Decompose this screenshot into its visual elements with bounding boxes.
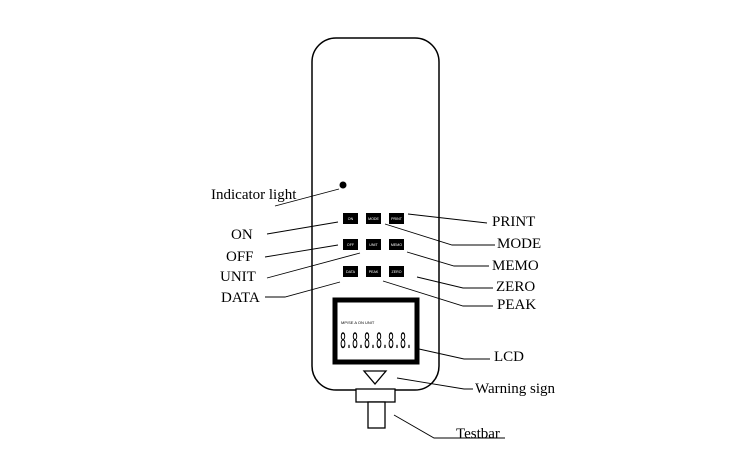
svg-text:MEMO: MEMO [391,243,402,247]
label-peak: PEAK [497,297,537,313]
label-unit: UNIT [220,269,256,285]
mode-button[interactable]: MODE [366,213,381,224]
print-button[interactable]: PRINT [389,213,404,224]
testbar [355,388,396,429]
svg-text:8.8.8.8.8.8.: 8.8.8.8.8.8. [340,329,412,353]
label-off: OFF [226,249,254,265]
svg-text:PEAK: PEAK [369,270,379,274]
label-testbar: Testbar [456,426,500,442]
data-button[interactable]: DATA [343,266,358,277]
leader-on [266,221,339,235]
leader-mode [384,223,495,246]
svg-text:OFF: OFF [347,243,355,247]
memo-button[interactable]: MEMO [389,239,404,250]
leader-unit [266,252,361,279]
leader-off [264,244,339,258]
label-print: PRINT [492,214,536,230]
svg-text:MODE: MODE [368,217,379,221]
label-zero: ZERO [496,279,536,295]
leader-lcd [418,348,490,360]
svg-text:MP/SE A ON UNIT: MP/SE A ON UNIT [341,320,375,325]
svg-text:PRINT: PRINT [391,217,403,221]
svg-text:ZERO: ZERO [392,270,402,274]
peak-button[interactable]: PEAK [366,266,381,277]
leader-zero [416,276,493,289]
leader-warning [396,377,473,390]
label-memo: MEMO [492,258,539,274]
label-indicator-light: Indicator light [211,187,297,203]
label-on: ON [231,227,253,243]
leader-memo [406,251,489,267]
svg-text:DATA: DATA [346,270,356,274]
leader-lines [264,188,505,439]
leader-peak [382,280,493,307]
label-data: DATA [221,290,260,306]
unit-button[interactable]: UNIT [366,239,381,250]
leader-indicator [274,188,340,207]
indicator-light [339,181,347,189]
svg-text:UNIT: UNIT [369,243,378,247]
lcd-display: MP/SE A ON UNIT 8.8.8.8.8.8. [332,297,420,365]
label-warning-sign: Warning sign [475,381,556,397]
leader-testbar [393,414,505,439]
svg-text:ON: ON [348,217,354,221]
zero-button[interactable]: ZERO [389,266,404,277]
label-mode: MODE [497,236,542,252]
leader-print [407,213,488,224]
on-button[interactable]: ON [343,213,358,224]
warning-triangle-icon [362,370,388,386]
off-button[interactable]: OFF [343,239,358,250]
label-lcd: LCD [494,349,524,365]
leader-data [265,281,341,298]
